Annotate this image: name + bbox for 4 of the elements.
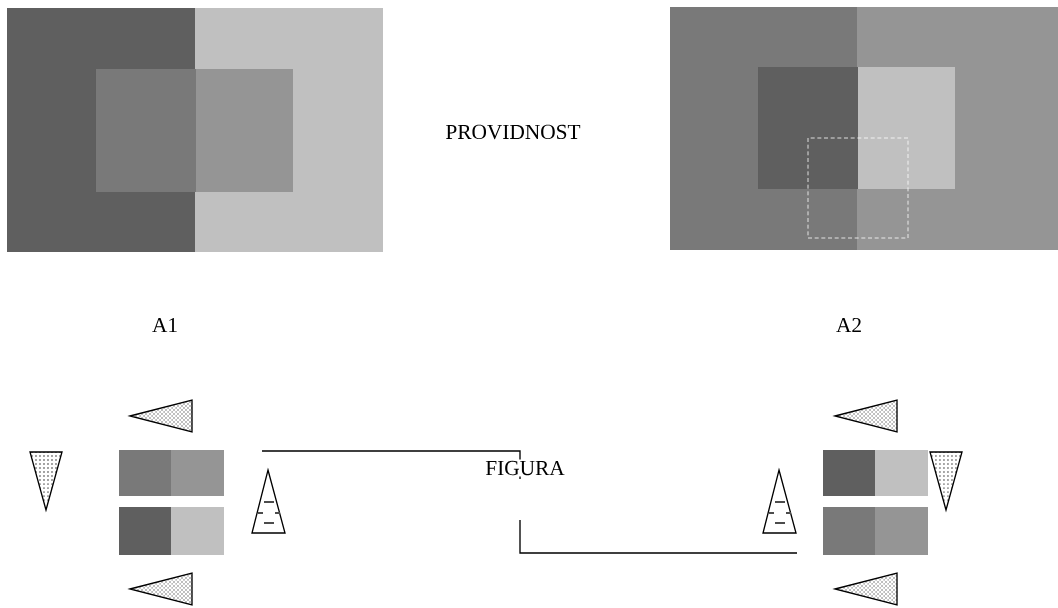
- text-label: A2: [834, 316, 864, 334]
- text-label: PROVIDNOST: [444, 123, 582, 141]
- text-label: FIGURA: [483, 459, 567, 477]
- text-label: A1: [150, 316, 180, 334]
